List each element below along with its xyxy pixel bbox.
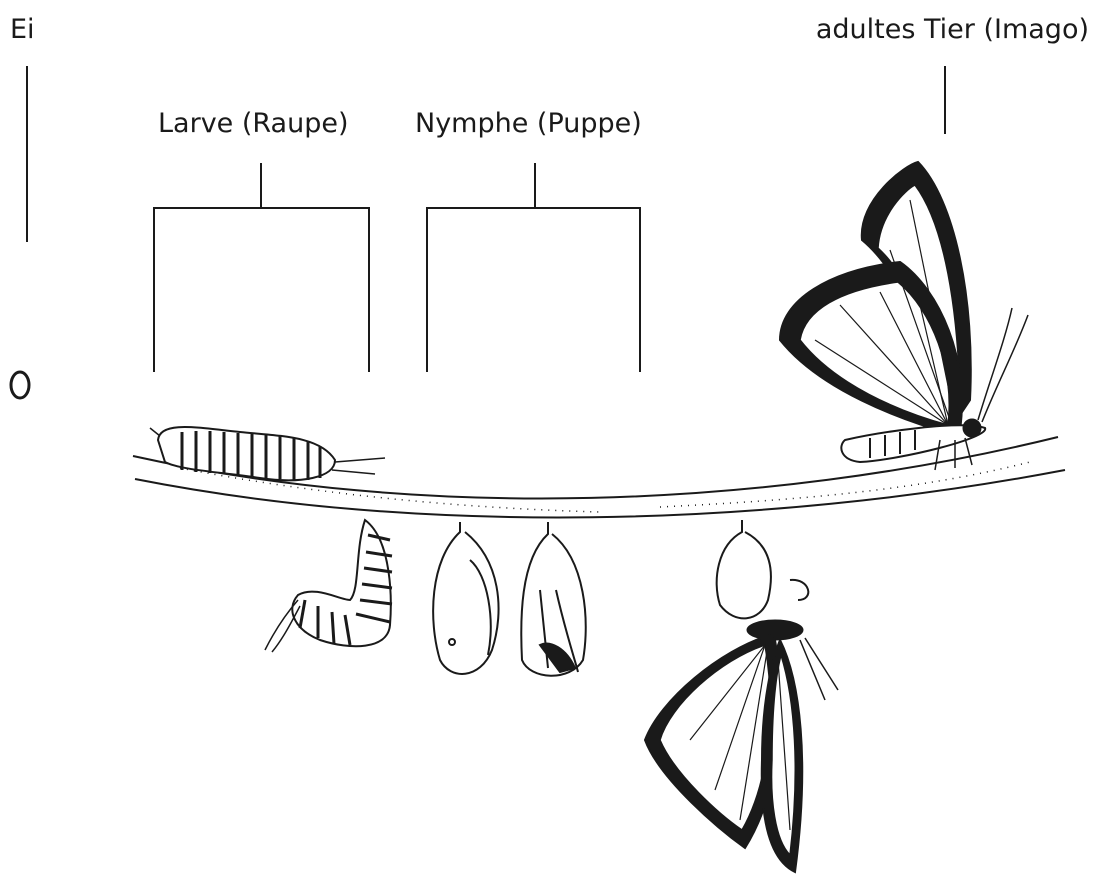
hanging-caterpillar-icon [265,520,392,652]
caterpillar-icon [150,427,385,480]
chrysalis-icon [433,522,498,674]
pupa-bracket [427,163,640,372]
emerging-butterfly-icon [640,520,838,877]
adult-butterfly-icon [780,162,1028,470]
larva-bracket [154,163,369,372]
emerging-chrysalis-icon [521,522,586,676]
egg-icon [11,372,29,398]
